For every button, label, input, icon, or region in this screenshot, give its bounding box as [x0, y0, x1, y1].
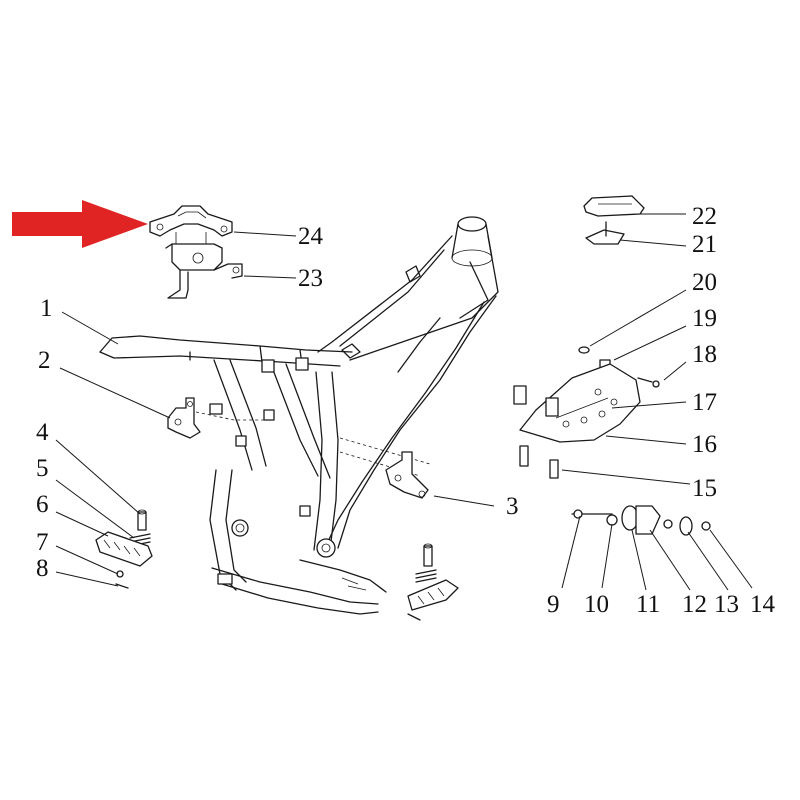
callout-22: 22 [692, 203, 717, 230]
leader-lines [55, 213, 753, 591]
callout-10: 10 [584, 591, 609, 618]
part-18-bolt[interactable] [637, 377, 660, 388]
callout-9: 9 [547, 591, 560, 618]
callout-5: 5 [36, 455, 49, 482]
callout-18: 18 [692, 341, 717, 368]
callout-1: 1 [40, 295, 53, 322]
callout-17: 17 [692, 389, 717, 416]
part-15-bolts[interactable] [519, 445, 559, 479]
part-23-bracket[interactable] [165, 243, 243, 299]
callout-16: 16 [692, 431, 717, 458]
part-21-mount[interactable] [585, 221, 625, 245]
footpeg-assembly-left[interactable] [95, 509, 153, 589]
callout-7: 7 [36, 529, 49, 556]
footpeg-assembly-right[interactable] [407, 543, 459, 621]
callout-labels: 1 2 3 4 5 6 7 8 9 10 11 12 13 14 15 16 1… [36, 203, 776, 618]
callout-19: 19 [692, 305, 717, 332]
callout-8: 8 [36, 555, 49, 582]
part-24-bracket[interactable] [149, 205, 233, 245]
callout-21: 21 [692, 231, 717, 258]
main-frame[interactable] [99, 216, 499, 615]
part-17-skid-plate[interactable] [519, 363, 641, 443]
highlight-arrow [12, 200, 148, 248]
callout-14: 14 [750, 591, 776, 618]
callout-12: 12 [682, 591, 707, 618]
callout-11: 11 [636, 591, 660, 618]
part-2-bracket[interactable] [167, 397, 201, 439]
engine-mount-bolt-assembly[interactable] [571, 505, 711, 536]
callout-13: 13 [714, 591, 739, 618]
callout-20: 20 [692, 269, 717, 296]
part-16-spacers[interactable] [513, 385, 559, 417]
part-3-bracket[interactable] [385, 451, 429, 499]
callout-24: 24 [298, 223, 324, 250]
callout-15: 15 [692, 475, 717, 502]
callout-2: 2 [38, 347, 51, 374]
part-22-plate[interactable] [583, 195, 645, 217]
callout-23: 23 [298, 265, 323, 292]
callout-3: 3 [506, 493, 519, 520]
callout-4: 4 [36, 419, 49, 446]
callout-6: 6 [36, 491, 49, 518]
